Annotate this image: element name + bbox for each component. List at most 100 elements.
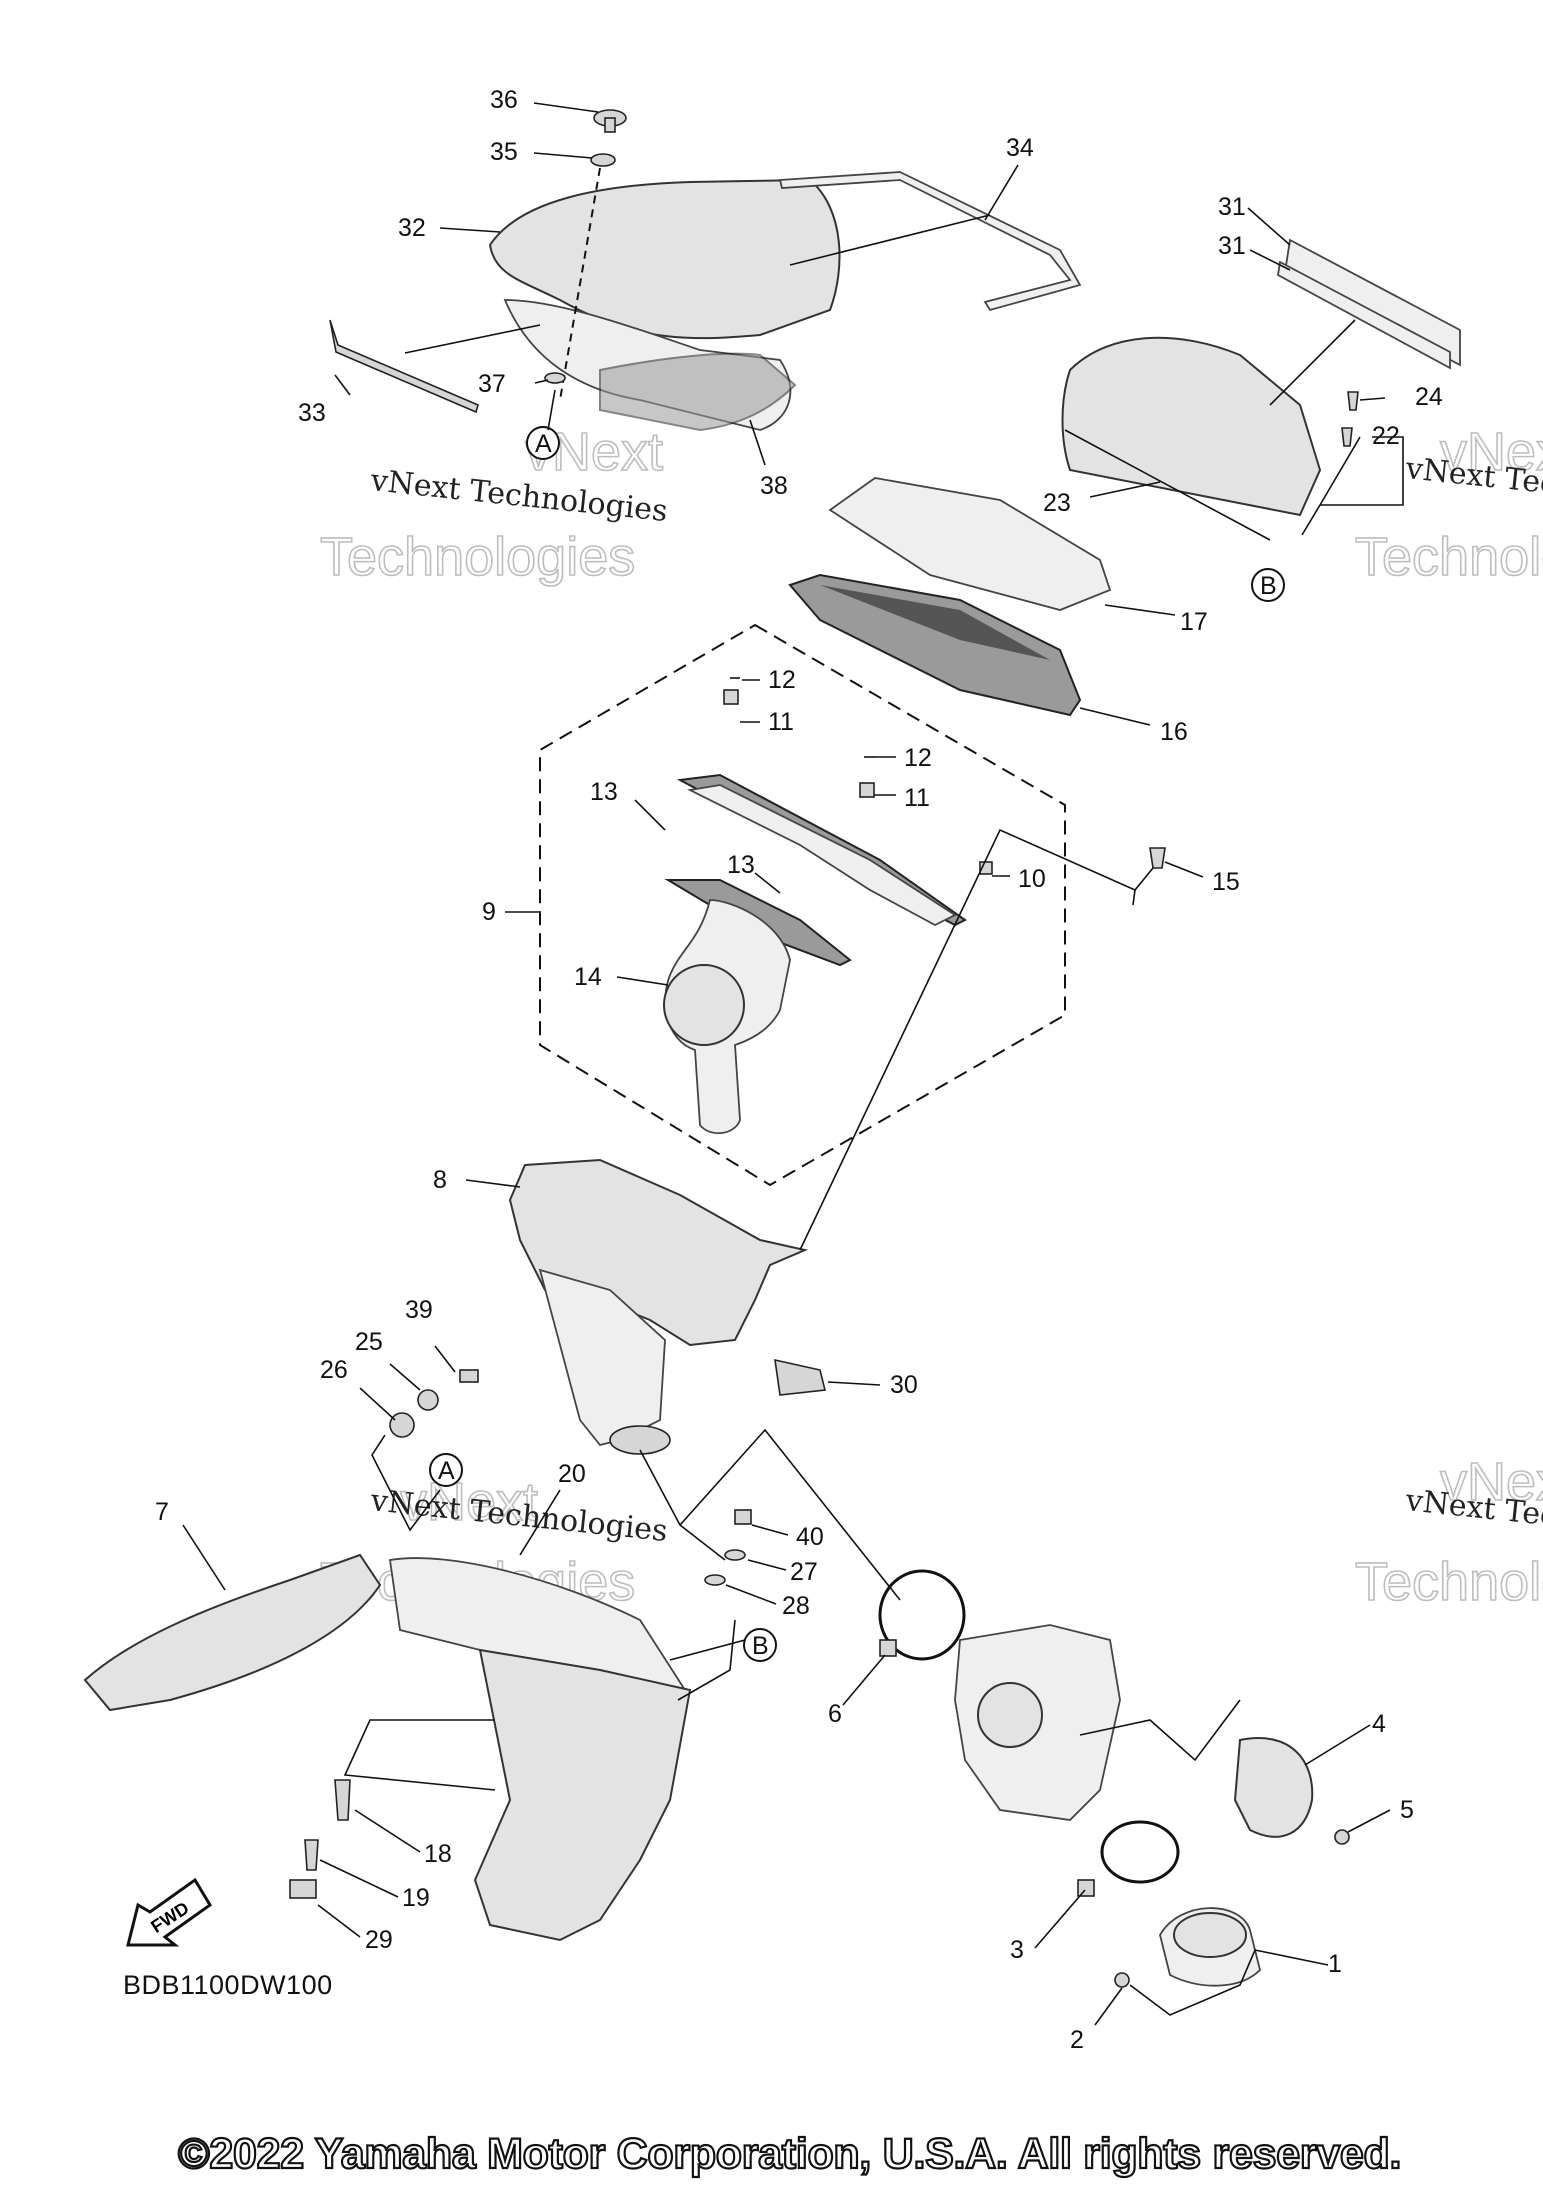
callout-14: 14 [574, 963, 602, 991]
leader-lines [182, 102, 1404, 2026]
callout-11-a: 11 [768, 708, 794, 736]
part-15-bolt [1149, 847, 1166, 869]
callout-4: 4 [1372, 1710, 1386, 1738]
callout-32: 32 [398, 214, 426, 242]
callout-12-b: 12 [904, 744, 932, 772]
part-1-joint-mouth [1173, 1912, 1247, 1958]
callout-8: 8 [433, 1166, 447, 1194]
part-20-duct [473, 1648, 692, 1942]
reference-marks: A B A B [429, 426, 1285, 1662]
callout-19: 19 [402, 1884, 430, 1912]
part-26-grommet [389, 1412, 415, 1438]
part-throttle-bore [977, 1682, 1043, 1748]
callout-40: 40 [796, 1523, 824, 1551]
callout-16: 16 [1160, 718, 1188, 746]
callout-9: 9 [482, 898, 496, 926]
part-14-bulb [663, 964, 745, 1046]
part-34-seal [778, 171, 1082, 312]
part-22-bolt [1341, 427, 1353, 447]
part-18-bolt [334, 1779, 351, 1821]
callout-24: 24 [1415, 383, 1443, 411]
part-17-frame [828, 477, 1112, 611]
part-19-bolt [304, 1839, 319, 1871]
callout-34: 34 [1006, 134, 1034, 162]
callout-30: 30 [890, 1371, 918, 1399]
top-cover-assembly [329, 109, 1082, 432]
part-23-rod [1064, 429, 1271, 541]
ref-a-top: A [535, 430, 552, 458]
part-37-washer [544, 372, 566, 384]
lower-intake-assembly [83, 1509, 752, 1942]
part-31-strip-b [1277, 260, 1451, 370]
part-35-grommet [590, 153, 616, 167]
callout-labels: 36 35 32 34 37 33 38 31 31 24 22 23 17 1… [155, 86, 1443, 2054]
watermark-technologies: Technologies [1355, 527, 1543, 587]
part-6-clamp [878, 1569, 966, 1661]
callout-37: 37 [478, 370, 506, 398]
filter-assembly [788, 477, 1112, 717]
callout-12-a: 12 [768, 666, 796, 694]
part-22-cover [1061, 336, 1322, 517]
part-35-guide [559, 167, 601, 401]
part-39-bolt [459, 1369, 479, 1383]
part-33-rod [329, 319, 479, 414]
watermark-vnext: vNext [400, 1472, 538, 1532]
callout-2: 2 [1070, 2026, 1084, 2054]
airbox-assembly [508, 1158, 826, 1455]
part-16-element [788, 573, 1082, 717]
ref-a-bottom-circle [429, 1453, 463, 1487]
callout-29: 29 [365, 1926, 393, 1954]
callout-18: 18 [424, 1840, 452, 1868]
fwd-arrow: FWD [126, 1877, 213, 1947]
callout-31-b: 31 [1218, 232, 1246, 260]
part-38-panel [599, 352, 797, 432]
ref-b-bottom-circle [743, 1628, 777, 1662]
part-7-shroud [83, 1553, 382, 1712]
ref-b-right: B [1260, 572, 1277, 600]
inner-assembly-9 [663, 677, 1166, 1134]
watermark-technologies: Technologies [320, 527, 635, 587]
callout-28: 28 [782, 1592, 810, 1620]
part-36-stem [604, 117, 616, 133]
callout-36: 36 [490, 86, 518, 114]
left-fasteners [389, 1369, 479, 1438]
part-4-cover [1233, 1737, 1314, 1838]
part-24-bolt [1347, 391, 1359, 411]
callout-6: 6 [828, 1700, 842, 1728]
watermark-vnext: vNext [1440, 1452, 1543, 1512]
callout-39: 39 [405, 1296, 433, 1324]
part-28-grommet [704, 1574, 726, 1586]
callout-26: 26 [320, 1356, 348, 1384]
part-5-screw [1334, 1829, 1350, 1845]
part-40-bolt [734, 1509, 752, 1525]
part-6-clamp-screw [879, 1639, 897, 1657]
part-13-grid [687, 784, 957, 927]
callout-13-a: 13 [590, 778, 618, 806]
callout-22: 22 [1372, 422, 1400, 450]
callout-7: 7 [155, 1498, 169, 1526]
callout-27: 27 [790, 1558, 818, 1586]
copyright-notice: ©2022 Yamaha Motor Corporation, U.S.A. A… [177, 2129, 1403, 2179]
part-16-element-face [820, 585, 1050, 660]
callout-11-b: 11 [904, 784, 930, 812]
part-2-screw [1114, 1972, 1130, 1988]
diagram-code: BDB1100DW100 [123, 1970, 333, 2000]
callout-5: 5 [1400, 1796, 1414, 1824]
ref-a-bottom: A [438, 1457, 455, 1485]
upper-right-assembly [1061, 238, 1461, 541]
callout-3: 3 [1010, 1936, 1024, 1964]
part-27-washer [724, 1549, 746, 1561]
part-11-nut [723, 689, 739, 705]
callout-13-b: 13 [727, 851, 755, 879]
watermark-vnext: vNext [1440, 422, 1543, 482]
ref-a-top-circle [526, 426, 560, 460]
ref-b-right-circle [1251, 568, 1285, 602]
ref-b-bottom: B [752, 1632, 769, 1660]
watermark-technologies: Technologies [1355, 1552, 1543, 1612]
part-8-outlet [609, 1425, 671, 1455]
callout-17: 17 [1180, 608, 1208, 636]
part-3-clamp [1100, 1820, 1180, 1884]
part-30-joint [774, 1358, 826, 1396]
part-8-airbox [508, 1158, 809, 1347]
